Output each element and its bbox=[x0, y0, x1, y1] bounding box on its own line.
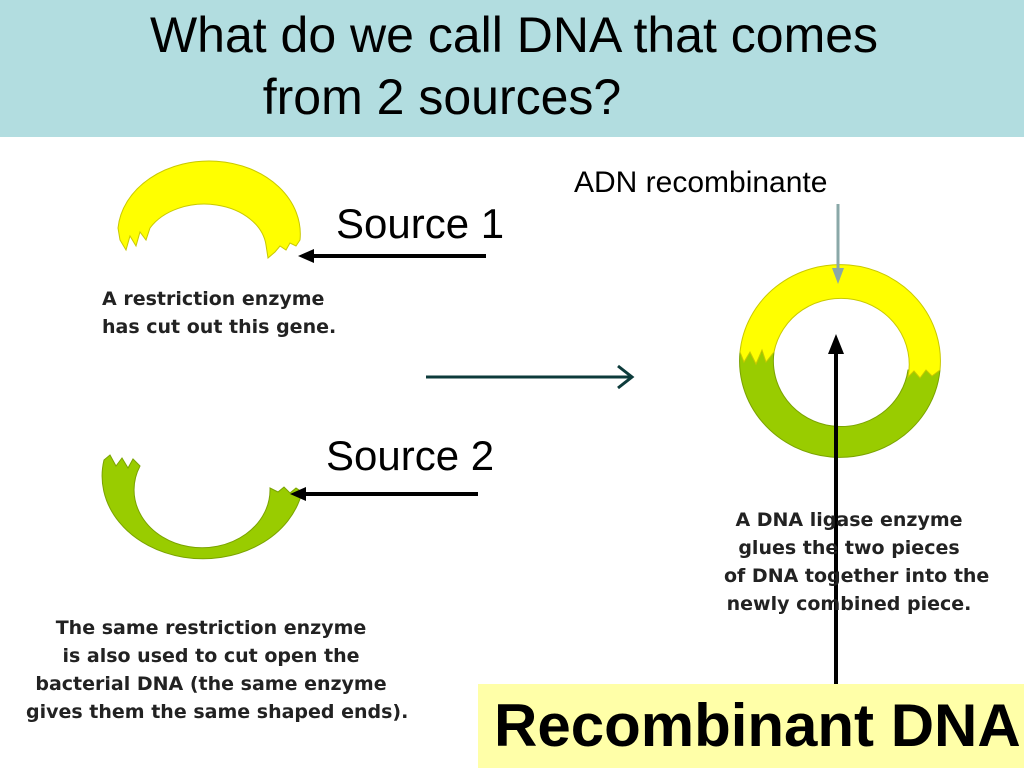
recombinant-ring-green-half bbox=[739, 351, 941, 458]
caption-line: bacterial DNA (the same enzyme bbox=[35, 673, 387, 695]
caption-line: is also used to cut open the bbox=[62, 645, 360, 667]
label-adn-recombinante: ADN recombinante bbox=[574, 166, 828, 199]
recombinant-ring-yellow-half bbox=[739, 264, 941, 379]
gene-fragment-source1 bbox=[117, 160, 301, 259]
caption-line: The same restriction enzyme bbox=[55, 617, 367, 639]
caption-line: A DNA ligase enzyme bbox=[735, 509, 963, 531]
process-arrowhead bbox=[617, 364, 635, 390]
label-source1: Source 1 bbox=[336, 200, 505, 247]
plasmid-open-source2 bbox=[101, 454, 303, 560]
result-label: Recombinant DNA bbox=[494, 692, 1021, 759]
label-source2: Source 2 bbox=[326, 432, 495, 479]
arrowhead-source2 bbox=[290, 487, 306, 501]
caption-line: gives them the same shaped ends). bbox=[26, 701, 409, 723]
adn-arrowhead bbox=[832, 268, 844, 284]
caption-same-enzyme: The same restriction enzyme is also used… bbox=[26, 614, 409, 726]
caption-line: of DNA together into the bbox=[724, 565, 990, 587]
title-line-1: What do we call DNA that comes bbox=[149, 7, 879, 63]
recombinant-arrowhead bbox=[828, 334, 844, 354]
caption-line: newly combined piece. bbox=[726, 593, 972, 615]
title-band bbox=[0, 0, 1024, 137]
slide-title: What do we call DNA that comes from 2 so… bbox=[0, 4, 1024, 128]
caption-restriction-enzyme: A restriction enzyme has cut out this ge… bbox=[102, 285, 336, 341]
caption-line: has cut out this gene. bbox=[102, 316, 337, 338]
result-box bbox=[478, 684, 1024, 768]
caption-ligase: A DNA ligase enzyme glues the two pieces… bbox=[724, 506, 990, 618]
caption-line: glues the two pieces bbox=[738, 537, 960, 559]
caption-line: A restriction enzyme bbox=[102, 288, 325, 310]
title-line-2: from 2 sources? bbox=[262, 69, 622, 125]
arrowhead-source1 bbox=[298, 249, 314, 263]
